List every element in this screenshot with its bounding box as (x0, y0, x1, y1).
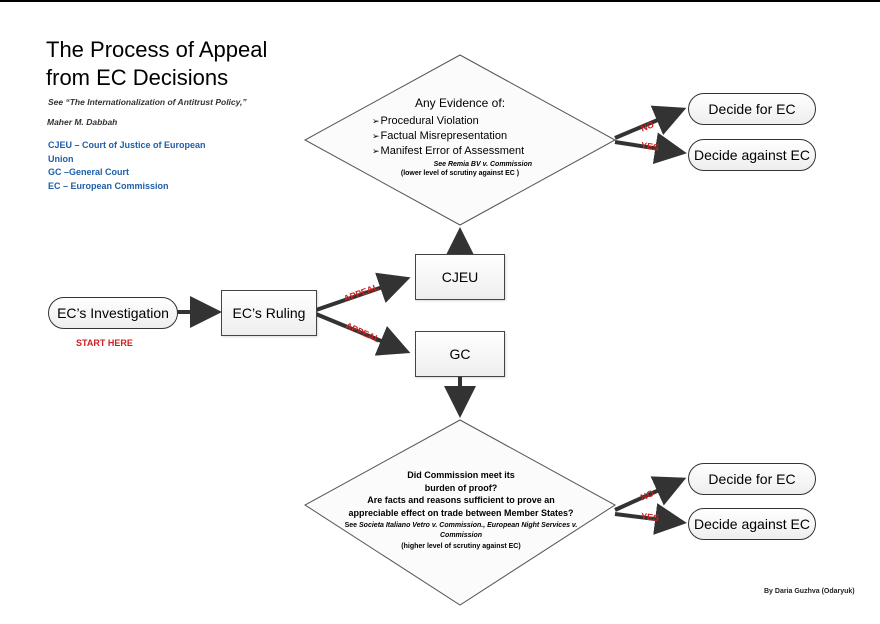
node-ec-ruling: EC’s Ruling (221, 290, 317, 336)
arrow-ruling-gc (315, 312, 411, 356)
decision-heading: Any Evidence of: (414, 96, 506, 110)
case-reference-cases: Societa Italiano Vetro v. Commission., E… (359, 522, 578, 539)
criterion-item: Factual Misrepresentation (360, 129, 560, 144)
node-label: Decide against EC (694, 516, 810, 532)
abbreviation-legend: CJEU – Court of Justice of European Unio… (48, 139, 233, 193)
legend-item-cjeu: CJEU – Court of Justice of European Unio… (48, 140, 206, 164)
node-ec-investigation: EC’s Investigation (48, 297, 178, 329)
question-line: Are facts and reasons sufficient to prov… (367, 495, 555, 505)
criterion-item: Manifest Error of Assessment (360, 144, 560, 159)
arrow-top-yes (614, 132, 687, 165)
node-label: Decide against EC (694, 147, 810, 163)
author-byline: By Daria Guzhva (Odaryuk) (764, 588, 855, 595)
edge-label-yes-bottom: YES (640, 511, 660, 524)
node-cjeu: CJEU (415, 254, 505, 300)
citation: See “The Internationalization of Antitru… (48, 97, 247, 107)
start-here-label: START HERE (76, 338, 133, 348)
top-border (0, 0, 880, 2)
node-label: EC’s Investigation (57, 305, 169, 321)
question-line: burden of proof? (424, 482, 498, 493)
node-decide-for-ec-bottom: Decide for EC (688, 463, 816, 495)
node-label: Decide for EC (708, 471, 796, 487)
node-gc: GC (415, 331, 505, 377)
question-line: Did Commission meet its (407, 470, 515, 480)
criterion-item: Procedural Violation (360, 114, 560, 129)
author: Maher M. Dabbah (47, 117, 118, 127)
question-line: appreciable effect on trade between Memb… (348, 507, 574, 518)
legend-item-ec: EC – European Commission (48, 180, 169, 191)
decision-diamond-bottom (304, 419, 616, 606)
legend-item-gc: GC –General Court (48, 167, 130, 177)
arrow-top-no (614, 105, 687, 140)
node-decide-against-ec-bottom: Decide against EC (688, 508, 816, 540)
arrow-bottom-no (614, 476, 687, 512)
case-reference-prefix: See (344, 522, 360, 529)
node-label: GC (449, 346, 471, 362)
arrow-ruling-cjeu (315, 272, 411, 312)
scrutiny-level: (higher level of scrutiny against EC) (401, 543, 521, 550)
case-reference: See Societa Italiano Vetro v. Commission… (326, 521, 596, 541)
arrow-bottom-yes (614, 503, 687, 535)
node-label: EC’s Ruling (232, 305, 306, 321)
page-title: The Process of Appeal from EC Decisions (46, 37, 268, 90)
node-decide-against-ec-top: Decide against EC (688, 139, 816, 171)
node-label: CJEU (441, 269, 479, 285)
node-decide-for-ec-top: Decide for EC (688, 93, 816, 125)
decision-top-text: Any Evidence of: Procedural Violation Fa… (360, 96, 560, 177)
case-reference: See Remia BV v. Commission (433, 161, 532, 168)
scrutiny-level: (lower level of scrutiny against EC ) (400, 170, 520, 177)
decision-bottom-text: Did Commission meet its burden of proof?… (326, 469, 596, 550)
node-label: Decide for EC (708, 101, 796, 117)
